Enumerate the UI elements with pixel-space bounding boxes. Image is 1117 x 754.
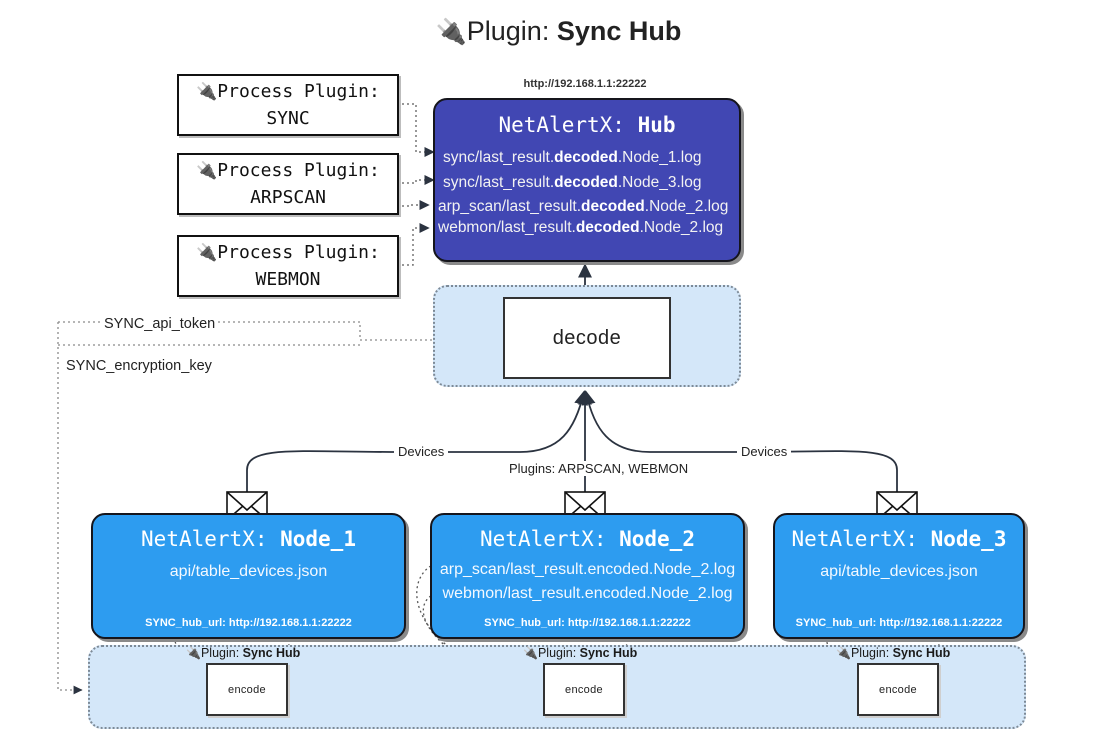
hub-file-mid: decoded [554, 173, 618, 191]
hub-file-row: arp_scan/last_result.decoded.Node_2.log [435, 199, 739, 215]
hub-file-post: .Node_1.log [617, 149, 702, 166]
plug-icon: 🔌 [186, 646, 201, 660]
node-title: NetAlertX: Node_1 [93, 527, 404, 551]
encoder-plugin-label-2: 🔌Plugin: Sync Hub [523, 646, 637, 660]
edge-label-devices-left: Devices [394, 444, 449, 459]
plug-icon: 🔌 [196, 81, 218, 102]
plug-icon: 🔌 [836, 646, 851, 660]
encode-box-1[interactable]: encode [206, 663, 288, 716]
hub-file-post: .Node_2.log [644, 198, 729, 215]
process-plugin-name: SYNC [266, 108, 310, 130]
node-title-name: Node_2 [619, 527, 695, 551]
page-title: 🔌Plugin: Sync Hub [0, 16, 1117, 47]
hub-file-mid: decoded [581, 198, 645, 215]
node-title: NetAlertX: Node_3 [775, 527, 1023, 551]
hub-file-pre: webmon/last_result. [438, 218, 576, 236]
process-plugin-label: Process Plugin: [217, 241, 380, 263]
process-plugin-webmon[interactable]: 🔌Process Plugin: WEBMON [177, 235, 399, 297]
plug-icon: 🔌 [435, 18, 467, 46]
hub-file-row: sync/last_result.decoded.Node_1.log [435, 150, 739, 166]
node-title-name: Node_1 [280, 527, 356, 551]
hub-file-post: .Node_3.log [617, 173, 702, 191]
process-plugin-name: WEBMON [255, 269, 321, 291]
process-plugin-arpscan[interactable]: 🔌Process Plugin: ARPSCAN [177, 153, 399, 215]
hub-file-post: .Node_2.log [639, 218, 724, 236]
node-1[interactable]: NetAlertX: Node_1 api/table_devices.json… [91, 513, 406, 639]
encoder-label-prefix: Plugin: [537, 646, 580, 660]
node-hub-url: SYNC_hub_url: http://192.168.1.1:22222 [795, 617, 1003, 629]
node-file-line: api/table_devices.json [820, 563, 978, 580]
hub-file-row: webmon/last_result.decoded.Node_2.log [435, 218, 739, 236]
page-title-prefix: Plugin: [466, 16, 557, 46]
hub-title-prefix: NetAlertX: [498, 113, 638, 137]
node-title-prefix: NetAlertX: [141, 527, 281, 551]
node-title-prefix: NetAlertX: [791, 527, 931, 551]
page-title-name: Sync Hub [556, 16, 682, 46]
node-title-name: Node_3 [930, 527, 1007, 551]
plug-icon: 🔌 [196, 160, 218, 181]
edge-label-plugins-center: Plugins: ARPSCAN, WEBMON [505, 461, 693, 476]
hub-file-pre: arp_scan/last_result. [438, 198, 582, 215]
process-plugin-sync[interactable]: 🔌Process Plugin: SYNC [177, 74, 399, 136]
encoder-plugin-label-1: 🔌Plugin: Sync Hub [186, 646, 300, 660]
hub-url-label: http://192.168.1.1:22222 [523, 78, 647, 90]
node-file-line: arp_scan/last_result.encoded.Node_2.log [439, 561, 736, 578]
node-title: NetAlertX: Node_2 [432, 527, 743, 551]
hub-file-mid: decoded [554, 149, 618, 166]
plug-icon: 🔌 [196, 242, 218, 263]
hub-title-name: Hub [637, 113, 676, 137]
sync-encryption-key-label: SYNC_encryption_key [63, 358, 215, 374]
node-3[interactable]: NetAlertX: Node_3 api/table_devices.json… [773, 513, 1025, 639]
hub-node[interactable]: NetAlertX: Hub sync/last_result.decoded.… [433, 98, 741, 262]
edge-label-devices-right: Devices [737, 444, 792, 459]
hub-file-mid: decoded [575, 218, 640, 236]
process-plugin-name: ARPSCAN [250, 187, 326, 209]
node-file-line: api/table_devices.json [169, 563, 328, 580]
encoder-label-prefix: Plugin: [200, 646, 243, 660]
hub-title: NetAlertX: Hub [435, 113, 739, 137]
hub-file-row: sync/last_result.decoded.Node_3.log [435, 173, 739, 191]
hub-file-pre: sync/last_result. [443, 149, 555, 166]
decode-box[interactable]: decode [503, 297, 671, 379]
encoder-label-prefix: Plugin: [850, 646, 893, 660]
encoder-label-name: Sync Hub [242, 646, 301, 660]
plug-icon: 🔌 [523, 646, 538, 660]
node-title-prefix: NetAlertX: [480, 527, 620, 551]
node-2[interactable]: NetAlertX: Node_2 arp_scan/last_result.e… [430, 513, 745, 639]
node-hub-url: SYNC_hub_url: http://192.168.1.1:22222 [145, 617, 352, 629]
sync-api-token-label: SYNC_api_token [101, 316, 219, 332]
node-file-line: webmon/last_result.encoded.Node_2.log [442, 585, 733, 602]
hub-file-pre: sync/last_result. [443, 173, 555, 191]
encoder-plugin-label-3: 🔌Plugin: Sync Hub [836, 646, 950, 660]
encoder-label-name: Sync Hub [579, 646, 638, 660]
encoder-label-name: Sync Hub [892, 646, 951, 660]
process-plugin-label: Process Plugin: [217, 159, 380, 181]
node-hub-url: SYNC_hub_url: http://192.168.1.1:22222 [484, 617, 691, 629]
encode-box-2[interactable]: encode [543, 663, 625, 716]
process-plugin-label: Process Plugin: [217, 80, 380, 102]
encode-box-3[interactable]: encode [857, 663, 939, 716]
